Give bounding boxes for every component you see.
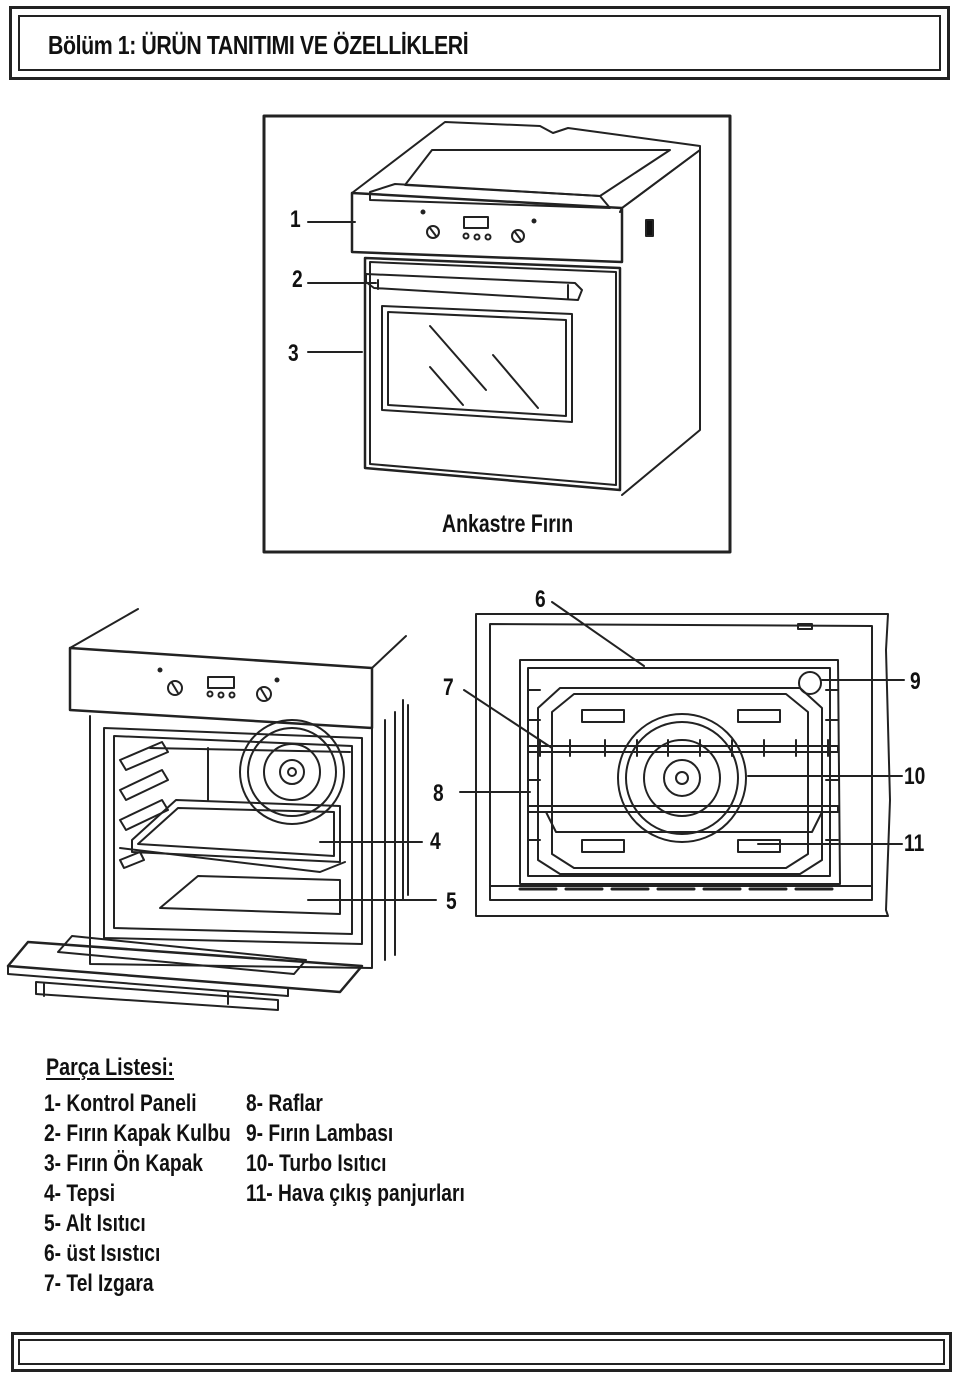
- list-item: 7- Tel Izgara: [44, 1270, 154, 1297]
- callout-line-7: [463, 689, 553, 749]
- callout-label-11: 11: [904, 830, 925, 857]
- callout-label-5: 5: [446, 888, 457, 915]
- list-item: 6- üst Isıstıcı: [44, 1240, 161, 1267]
- figure-caption: Ankastre Fırın: [442, 510, 574, 538]
- callout-label-7: 7: [443, 674, 454, 701]
- list-item: 4- Tepsi: [44, 1180, 116, 1207]
- parts-list-column-2: 8- Raflar 9- Fırın Lambası 10- Turbo Isı…: [246, 1089, 519, 1209]
- footer-inner-border: [18, 1339, 945, 1365]
- section-title: Bölüm 1: ÜRÜN TANITIMI VE ÖZELLİKLERİ: [48, 30, 469, 60]
- callout-label-10: 10: [904, 763, 926, 790]
- footer-frame: [11, 1332, 952, 1372]
- header-frame: [9, 6, 950, 80]
- list-item: 1- Kontrol Paneli: [44, 1090, 197, 1117]
- list-item: 5- Alt Isıtıcı: [44, 1210, 146, 1237]
- callout-label-6: 6: [535, 586, 546, 613]
- list-item: 9- Fırın Lambası: [246, 1120, 394, 1147]
- callout-label-9: 9: [910, 668, 921, 695]
- list-item: 8- Raflar: [246, 1090, 323, 1117]
- callout-line-6: [551, 601, 645, 667]
- callout-label-1: 1: [290, 206, 301, 233]
- oven-front-view-drawing: [475, 613, 891, 917]
- header-inner-border: [18, 15, 941, 71]
- list-item: 10- Turbo Isıtıcı: [246, 1150, 387, 1177]
- top-figure-frame: [262, 114, 732, 554]
- list-item: 3- Fırın Ön Kapak: [44, 1150, 203, 1177]
- parts-list-title: Parça Listesi:: [46, 1054, 174, 1081]
- callout-label-4: 4: [430, 828, 441, 855]
- built-in-oven-drawing: [350, 121, 701, 496]
- parts-list-column-1: 1- Kontrol Paneli 2- Fırın Kapak Kulbu 3…: [44, 1089, 277, 1299]
- list-item: 2- Fırın Kapak Kulbu: [44, 1120, 231, 1147]
- list-item: 11- Hava çıkış panjurları: [246, 1180, 465, 1207]
- callout-label-3: 3: [288, 340, 299, 367]
- callout-label-8: 8: [433, 780, 444, 807]
- open-oven-drawing: [6, 608, 409, 1011]
- callout-label-2: 2: [292, 266, 303, 293]
